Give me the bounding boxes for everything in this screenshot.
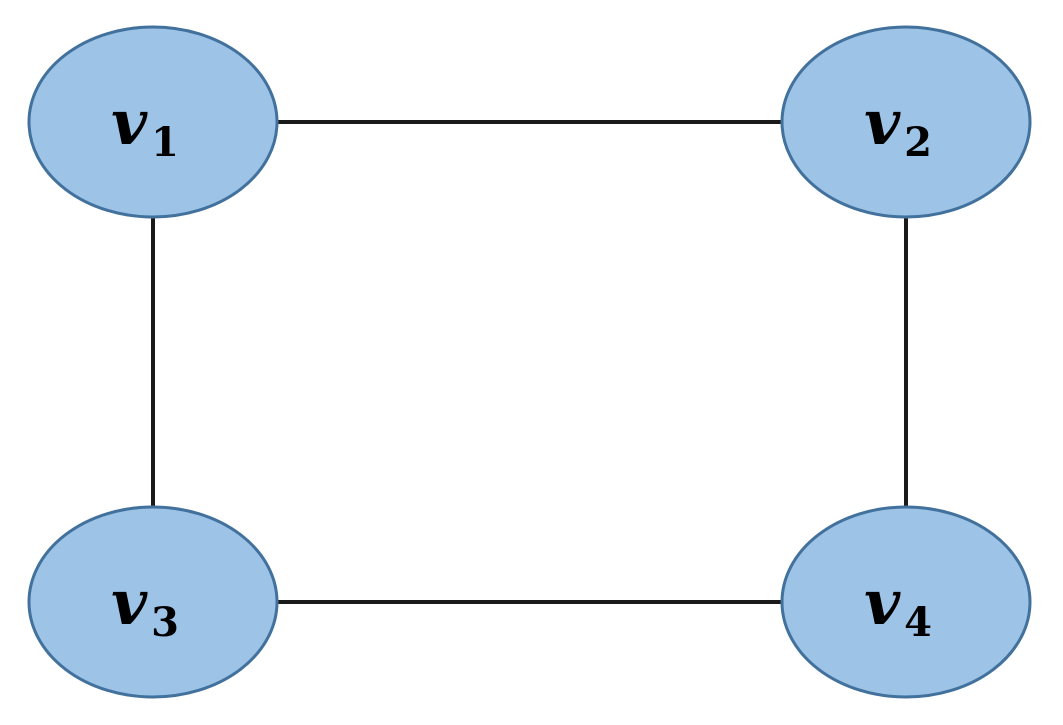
node-label-subscript: 3 xyxy=(151,599,179,646)
node-label-subscript: 2 xyxy=(904,119,932,166)
node-label-subscript: 4 xyxy=(904,599,932,646)
node-label-symbol: v xyxy=(111,86,148,159)
node-label-symbol: v xyxy=(864,86,901,159)
node-label-symbol: v xyxy=(111,566,148,639)
node-ellipse xyxy=(780,505,1032,699)
node-ellipse xyxy=(27,25,279,219)
node-ellipse xyxy=(27,505,279,699)
edges-layer xyxy=(151,120,908,604)
node-label-symbol: v xyxy=(864,566,901,639)
node-ellipse xyxy=(780,25,1032,219)
node-label-subscript: 1 xyxy=(151,119,179,166)
